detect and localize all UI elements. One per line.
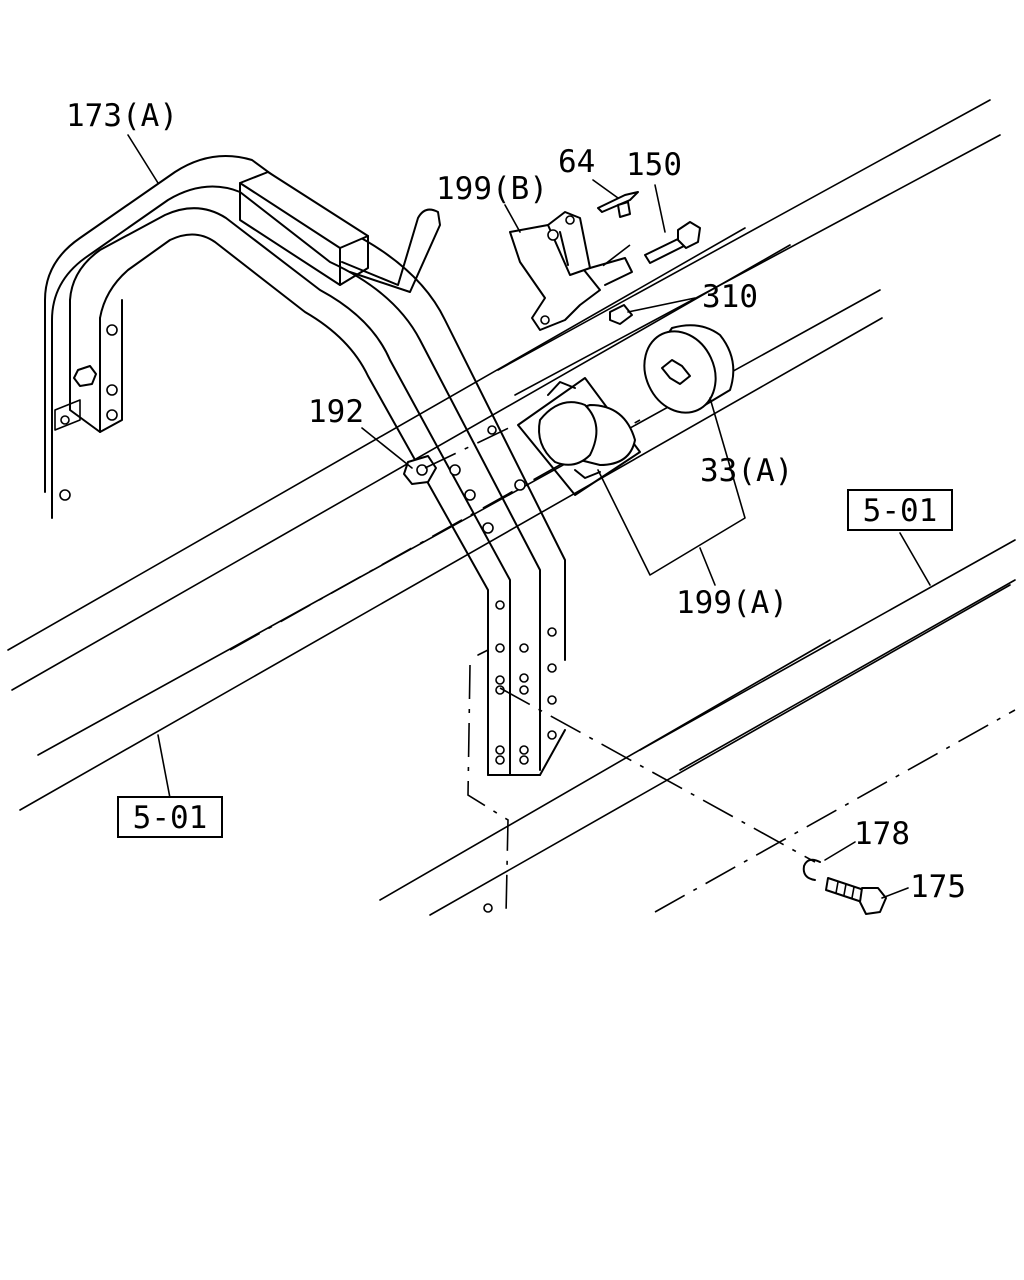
guard-frame-173a	[44, 155, 566, 776]
screw-64	[597, 191, 639, 218]
mounting-plate	[467, 664, 509, 916]
lamp-33a	[643, 324, 735, 414]
lamp-bracket-199b	[509, 211, 633, 331]
callout-173a: 173(A)	[66, 98, 178, 134]
callout-labels: 173(A) 64 150 199(B) 310 192 33(A) 199(A…	[66, 98, 966, 905]
callout-199b: 199(B)	[436, 171, 548, 207]
bolt-150	[644, 221, 701, 264]
callout-150: 150	[626, 147, 682, 183]
nut-192	[403, 455, 437, 485]
washer-178	[802, 858, 821, 881]
reference-box-left[interactable]: 5-01	[117, 796, 223, 838]
callout-192: 192	[308, 394, 364, 430]
nut-310	[609, 304, 633, 325]
callout-199a: 199(A)	[676, 585, 788, 621]
reference-box-right[interactable]: 5-01	[847, 489, 953, 531]
lamp-guard-199a	[517, 377, 641, 496]
callout-310: 310	[702, 279, 758, 315]
reference-label-left: 5-01	[133, 800, 208, 836]
callout-175: 175	[910, 869, 966, 905]
reference-label-right: 5-01	[863, 493, 938, 529]
center-lines	[424, 424, 816, 863]
callout-64: 64	[558, 144, 595, 180]
frame-rails	[7, 99, 1016, 916]
callout-178: 178	[854, 816, 910, 852]
leader-lines	[127, 134, 931, 899]
bolt-175	[825, 877, 887, 915]
callout-33a: 33(A)	[700, 453, 793, 489]
